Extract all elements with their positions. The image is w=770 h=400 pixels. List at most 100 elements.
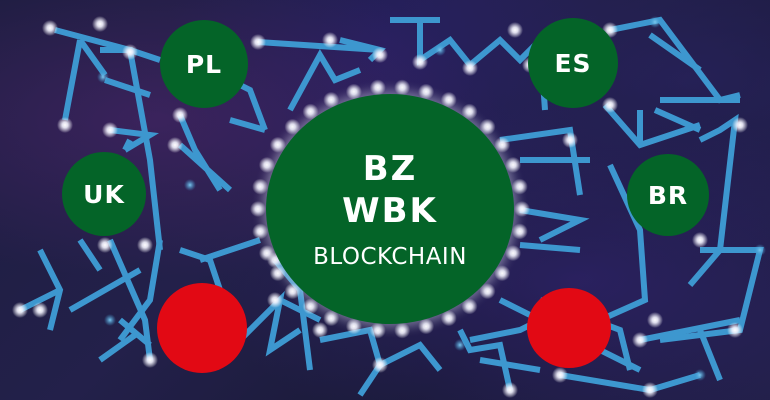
title-line-3: BLOCKCHAIN <box>313 244 467 270</box>
glowing-node-dot <box>479 283 496 300</box>
glowing-node-dot <box>345 318 362 335</box>
connection-line <box>609 16 741 104</box>
glowing-node-dot <box>394 322 411 339</box>
glowing-node-dot <box>692 232 708 248</box>
glowing-node-dot <box>372 357 388 373</box>
glowing-node-dot <box>602 97 618 113</box>
connection-line <box>648 32 740 133</box>
glowing-node-dot <box>302 103 319 120</box>
node-pl: PL <box>160 20 248 108</box>
glowing-node-dot <box>632 332 648 348</box>
node-es-label: ES <box>554 48 592 78</box>
glowing-node-dot <box>372 47 388 63</box>
connection-line <box>519 207 590 253</box>
glowing-node-dot <box>252 223 269 240</box>
glowing-node-dot <box>502 382 518 398</box>
glowing-node-dot <box>269 265 286 282</box>
glowing-node-dot <box>394 79 411 96</box>
glowing-node-dot <box>369 79 386 96</box>
connection-line <box>98 317 152 363</box>
connection-line <box>499 126 590 196</box>
connection-line <box>237 290 302 357</box>
glowing-node-dot <box>494 265 511 282</box>
glowing-node-dot <box>434 44 446 56</box>
glowing-node-dot <box>267 292 283 308</box>
glowing-node-dot <box>312 322 328 338</box>
connection-line <box>598 163 649 323</box>
node-red-right <box>527 288 611 368</box>
glowing-node-dot <box>322 32 338 48</box>
glowing-node-dot <box>440 310 457 327</box>
glowing-node-dot <box>142 352 158 368</box>
glowing-node-dot <box>323 91 340 108</box>
glowing-node-dot <box>505 245 522 262</box>
glowing-node-dot <box>479 118 496 135</box>
glowing-node-dot <box>167 137 183 153</box>
main-blockchain-circle: BZ WBK BLOCKCHAIN <box>266 94 514 324</box>
glowing-node-dot <box>323 310 340 327</box>
glowing-node-dot <box>505 156 522 173</box>
glowing-node-dot <box>418 83 435 100</box>
glowing-node-dot <box>514 201 530 217</box>
glowing-node-dot <box>418 318 435 335</box>
glowing-node-dot <box>137 237 153 253</box>
glowing-node-dot <box>345 83 362 100</box>
glowing-node-dot <box>284 283 301 300</box>
glowing-node-dot <box>694 369 706 381</box>
connection-line <box>54 27 163 251</box>
glowing-node-dot <box>462 60 478 76</box>
title-line-2: WBK <box>342 191 438 231</box>
glowing-node-dot <box>642 382 658 398</box>
glowing-node-dot <box>507 22 523 38</box>
connection-line <box>457 328 541 391</box>
glowing-node-dot <box>412 54 428 70</box>
glowing-node-dot <box>454 339 466 351</box>
glowing-node-dot <box>302 298 319 315</box>
glowing-node-dot <box>252 178 269 195</box>
glowing-node-dot <box>184 179 196 191</box>
glowing-node-dot <box>269 136 286 153</box>
glowing-node-dot <box>494 136 511 153</box>
node-red-left <box>157 283 247 373</box>
glowing-node-dot <box>104 314 116 326</box>
connection-line <box>559 372 701 394</box>
glowing-node-dot <box>649 16 661 28</box>
node-br-label: BR <box>647 180 689 210</box>
glowing-node-dot <box>284 118 301 135</box>
node-es: ES <box>528 18 618 108</box>
node-br: BR <box>627 154 709 236</box>
title-line-1: BZ <box>362 149 418 189</box>
glowing-node-dot <box>461 103 478 120</box>
glowing-node-dot <box>122 44 138 60</box>
connection-line <box>639 317 741 343</box>
connection-line <box>177 113 233 193</box>
glowing-node-dot <box>754 244 766 256</box>
glowing-node-dot <box>461 298 478 315</box>
connection-line <box>697 328 723 382</box>
glowing-node-dot <box>369 322 386 339</box>
glowing-node-dot <box>250 201 266 217</box>
glowing-node-dot <box>727 322 743 338</box>
glowing-node-dot <box>42 20 58 36</box>
glowing-node-dot <box>32 302 48 318</box>
node-uk: UK <box>62 152 146 236</box>
glowing-node-dot <box>732 117 748 133</box>
glowing-node-dot <box>250 34 266 50</box>
connection-line <box>179 237 261 291</box>
glowing-node-dot <box>172 107 188 123</box>
glowing-node-dot <box>511 178 528 195</box>
glowing-node-dot <box>92 16 108 32</box>
glowing-node-dot <box>440 91 457 108</box>
node-pl-label: PL <box>185 49 223 79</box>
glowing-node-dot <box>552 367 568 383</box>
glowing-node-dot <box>97 237 113 253</box>
connection-line <box>602 103 701 149</box>
glowing-node-dot <box>562 132 578 148</box>
glowing-node-dot <box>12 302 28 318</box>
glowing-node-dot <box>102 122 118 138</box>
glowing-node-dot <box>258 156 275 173</box>
glowing-node-dot <box>511 223 528 240</box>
node-uk-label: UK <box>83 179 125 209</box>
glowing-node-dot <box>57 117 73 133</box>
